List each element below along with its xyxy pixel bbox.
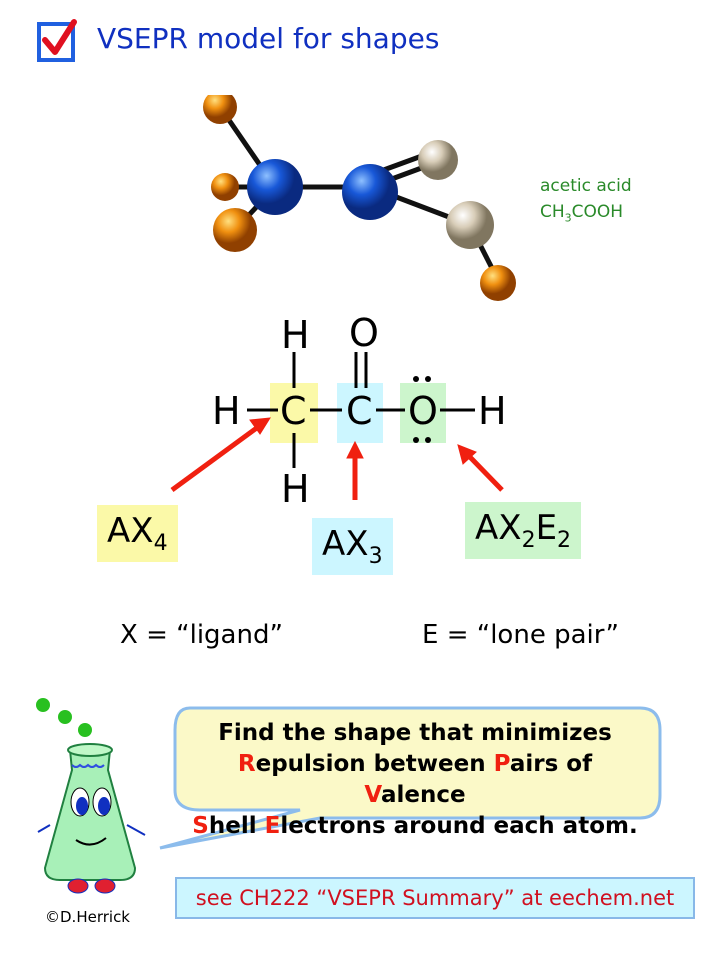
checkbox-icon — [37, 19, 77, 62]
o-highlight — [400, 383, 446, 443]
atom-h-top: H — [281, 313, 310, 357]
label-ax3: AX3 — [312, 518, 393, 575]
atom-o-top: O — [349, 311, 379, 355]
atom-h-right: H — [478, 389, 507, 433]
atom-h-left: H — [212, 389, 241, 433]
label-ax4: AX4 — [97, 505, 178, 562]
molecule-formula: CH3COOH — [540, 202, 624, 225]
definition-e: E = “lone pair” — [422, 620, 619, 650]
definition-x: X = “ligand” — [120, 620, 283, 650]
flask-character-icon — [36, 698, 662, 894]
atom-c1: C — [280, 389, 307, 433]
speech-bubble — [159, 706, 662, 850]
bubble-text: Find the shape that minimizes Repulsion … — [192, 720, 638, 839]
reference-link[interactable]: see CH222 “VSEPR Summary” at eechem.net — [175, 877, 695, 919]
c2-highlight — [337, 383, 383, 443]
atom-h-bottom: H — [281, 467, 310, 511]
credit: ©D.Herrick — [45, 908, 130, 926]
label-ax2e2: AX2E2 — [465, 502, 582, 559]
molecule-model — [203, 95, 516, 301]
molecule-name: acetic acid — [540, 176, 632, 196]
atom-c2: C — [346, 389, 373, 433]
atom-o-right: O — [408, 389, 438, 433]
page-title: VSEPR model for shapes — [97, 22, 440, 55]
lewis-structure — [170, 352, 504, 500]
